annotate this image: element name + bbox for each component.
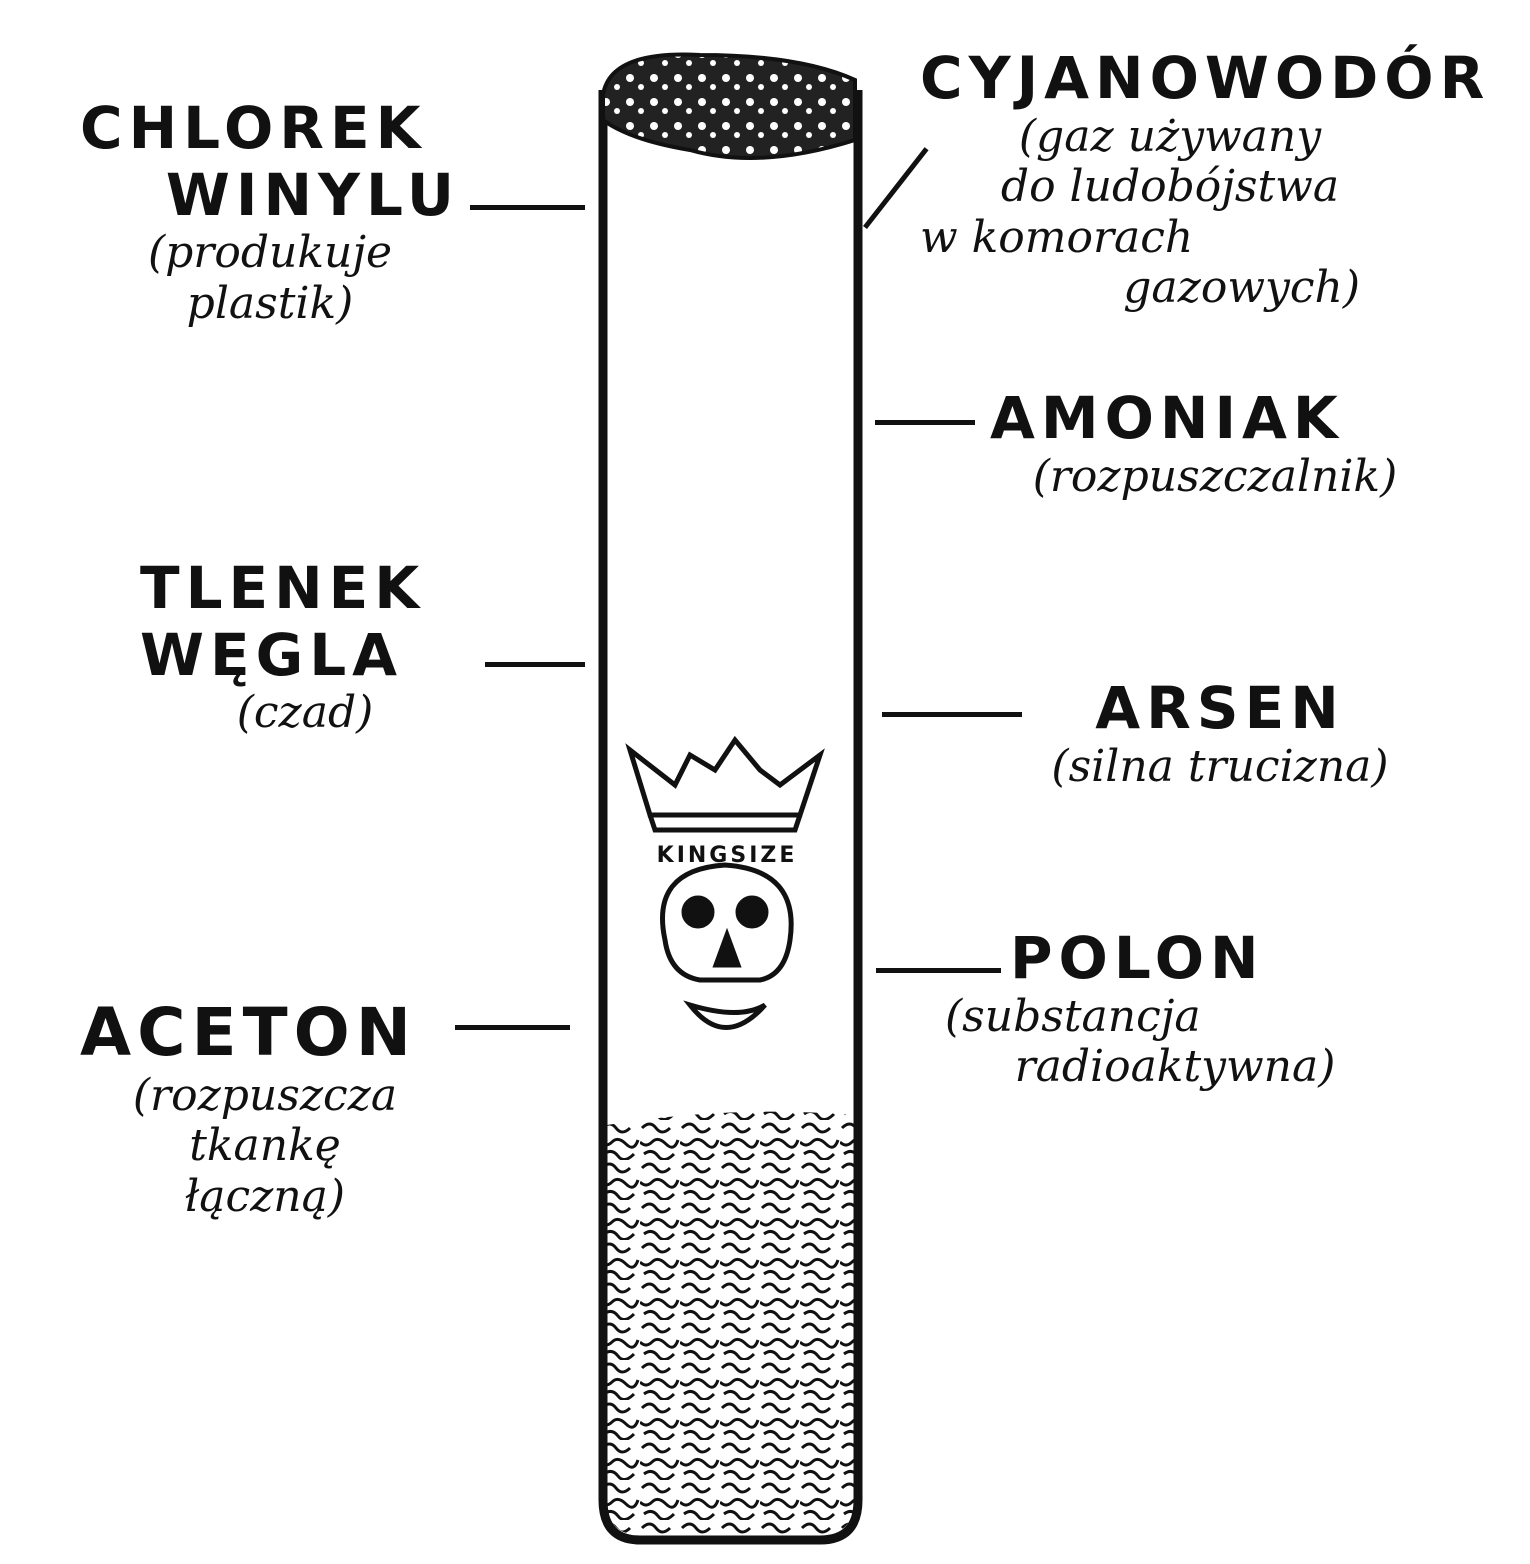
label-desc: (rozpuszczalnik) xyxy=(1032,450,1398,502)
label-desc: (rozpuszcza xyxy=(132,1069,398,1121)
crown-icon xyxy=(625,735,825,833)
label-name: CYJANOWODÓR xyxy=(920,44,1491,112)
label-name: TLENEK xyxy=(140,554,426,622)
connector-ammonia xyxy=(875,420,975,425)
label-carbon-monoxide: TLENEK WĘGLA (czad) xyxy=(140,555,470,739)
label-name: WINYLU xyxy=(165,160,460,229)
label-acetone: ACETON (rozpuszcza tkankę łączną) xyxy=(80,995,450,1223)
label-desc: w komorach xyxy=(920,211,1194,263)
label-desc: radioaktywna) xyxy=(1014,1041,1336,1093)
connector-polonium xyxy=(876,968,1001,973)
label-desc: do ludobójstwa xyxy=(1000,161,1340,213)
label-desc: (gaz używany xyxy=(1018,110,1322,162)
connector-carbon-monoxide xyxy=(485,662,585,667)
label-name: ACETON xyxy=(80,994,417,1071)
connector-arsenic xyxy=(882,712,1022,717)
connector-vinyl-chloride xyxy=(470,205,585,210)
label-name: AMONIAK xyxy=(990,384,1344,452)
label-arsenic: ARSEN (silna trucizna) xyxy=(990,675,1450,792)
label-desc: gazowych) xyxy=(1123,262,1360,314)
label-name: POLON xyxy=(1010,924,1265,992)
label-vinyl-chloride: CHLOREK WINYLU (produkuje plastik) xyxy=(80,95,460,330)
label-name: CHLOREK xyxy=(80,94,427,162)
label-polonium: POLON (substancja radioaktywna) xyxy=(945,925,1405,1093)
label-desc: (silna trucizna) xyxy=(1051,740,1389,792)
label-desc: łączną) xyxy=(184,1171,346,1223)
label-desc: (czad) xyxy=(236,687,374,739)
label-desc: (substancja xyxy=(945,990,1201,1042)
label-hydrogen-cyanide: CYJANOWODÓR (gaz używany do ludobójstwa … xyxy=(920,44,1491,314)
connector-acetone xyxy=(455,1025,570,1030)
burning-tip xyxy=(601,52,857,160)
label-ammonia: AMONIAK (rozpuszczalnik) xyxy=(980,385,1450,502)
label-desc: tkankę xyxy=(189,1120,341,1172)
label-desc: (produkuje xyxy=(147,227,393,279)
filter xyxy=(607,1111,854,1535)
label-name: ARSEN xyxy=(1095,674,1345,742)
label-name: WĘGLA xyxy=(140,620,404,689)
label-desc: plastik) xyxy=(186,277,354,329)
cigarette-body xyxy=(598,52,863,1545)
skull-icon xyxy=(660,862,794,1030)
